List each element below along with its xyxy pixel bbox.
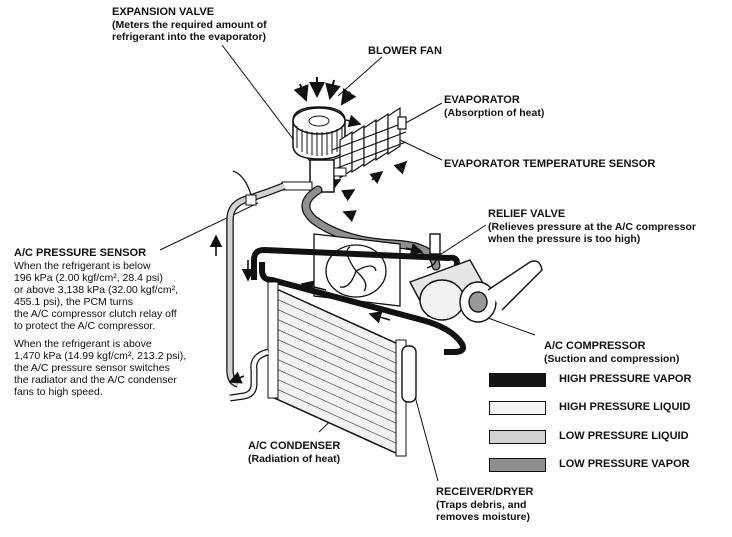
evap-temp-sensor-title: EVAPORATOR TEMPERATURE SENSOR xyxy=(444,158,656,170)
pressure-sensor-p2-5: fans to high speed. xyxy=(14,385,103,398)
expansion-valve-shape xyxy=(281,159,347,193)
label-blower-fan: BLOWER FAN xyxy=(368,45,442,58)
legend-label: LOW PRESSURE LIQUID xyxy=(559,430,689,442)
legend-item-high-pressure-vapor: HIGH PRESSURE VAPOR xyxy=(489,373,729,387)
receiver-dryer-desc-2: removes moisture) xyxy=(436,511,530,523)
flow-arrows xyxy=(209,210,424,384)
airflow-arrows xyxy=(327,114,408,202)
legend-item-low-pressure-vapor: LOW PRESSURE VAPOR xyxy=(489,458,729,472)
pressure-sensor-p1-1: When the refrigerant is below xyxy=(14,259,151,272)
relief-valve-desc-1: (Relieves pressure at the A/C compressor xyxy=(488,220,696,233)
legend-label: HIGH PRESSURE VAPOR xyxy=(559,373,692,385)
pressure-sensor-p1-5: the A/C compressor clutch relay off xyxy=(14,307,177,320)
discharge-line xyxy=(251,246,466,355)
outlet-line-outline xyxy=(229,348,270,402)
evaporator-shape xyxy=(331,106,407,180)
pressure-sensor-p1-2: 196 kPa (2.00 kgf/cm², 28.4 psi) xyxy=(14,271,163,284)
evaporator-desc: (Absorption of heat) xyxy=(444,106,545,119)
legend-item-low-pressure-liquid: LOW PRESSURE LIQUID xyxy=(489,430,729,444)
legend-swatch xyxy=(489,458,546,472)
pressure-sensor-title: A/C PRESSURE SENSOR xyxy=(14,247,147,259)
pressure-sensor-p2-1: When the refrigerant is above xyxy=(14,337,152,350)
label-expansion-valve: EXPANSION VALVE (Meters the required amo… xyxy=(112,6,267,44)
compressor-title: A/C COMPRESSOR xyxy=(544,340,646,352)
receiver-dryer-shape xyxy=(401,345,417,403)
pressure-sensor-p2-3: the A/C pressure sensor switches xyxy=(14,361,170,374)
blower-fan-title: BLOWER FAN xyxy=(368,45,442,57)
compressor-desc: (Suction and compression) xyxy=(544,352,680,365)
pressure-sensor-shape xyxy=(232,170,257,206)
legend-label: HIGH PRESSURE LIQUID xyxy=(559,401,691,413)
label-condenser: A/C CONDENSER (Radiation of heat) xyxy=(248,440,340,465)
legend-swatch xyxy=(489,430,546,444)
expansion-valve-title: EXPANSION VALVE xyxy=(112,6,215,18)
relief-valve-title: RELIEF VALVE xyxy=(488,208,566,220)
label-evaporator: EVAPORATOR (Absorption of heat) xyxy=(444,94,544,119)
pressure-sensor-p1-4: 455.1 psi), the PCM turns xyxy=(14,295,134,308)
legend-swatch xyxy=(489,373,546,387)
outlet-line xyxy=(229,349,269,401)
condenser-shape xyxy=(267,281,407,457)
pressure-sensor-p1-3: or above 3,138 kPa (32.00 kgf/cm², xyxy=(14,283,179,296)
label-relief-valve: RELIEF VALVE (Relieves pressure at the A… xyxy=(488,208,696,246)
evaporator-title: EVAPORATOR xyxy=(444,94,520,106)
condenser-title: A/C CONDENSER xyxy=(248,440,341,452)
relief-valve-desc-2: when the pressure is too high) xyxy=(488,233,641,245)
pressure-sensor-p1-6: to protect the A/C compressor. xyxy=(14,319,156,332)
label-evap-temp-sensor: EVAPORATOR TEMPERATURE SENSOR xyxy=(444,158,655,171)
receiver-dryer-title: RECEIVER/DRYER xyxy=(436,486,534,498)
label-compressor: A/C COMPRESSOR (Suction and compression) xyxy=(544,340,679,365)
expansion-valve-desc-2: refrigerant into the evaporator) xyxy=(112,31,267,43)
label-receiver-dryer: RECEIVER/DRYER (Traps debris, and remove… xyxy=(436,486,533,524)
label-pressure-sensor: A/C PRESSURE SENSOR When the refrigerant… xyxy=(14,247,186,398)
condenser-desc: (Radiation of heat) xyxy=(248,452,341,465)
receiver-dryer-desc-1: (Traps debris, and xyxy=(436,498,527,511)
legend-item-high-pressure-liquid: HIGH PRESSURE LIQUID xyxy=(489,401,729,415)
expansion-valve-desc-1: (Meters the required amount of xyxy=(112,18,267,31)
pressure-sensor-p2-4: the radiator and the A/C condenser xyxy=(14,373,177,386)
legend-label: LOW PRESSURE VAPOR xyxy=(559,458,690,470)
compressor-shape xyxy=(409,233,543,323)
legend-swatch xyxy=(489,401,546,415)
pressure-sensor-p2-2: 1,470 kPa (14.99 kgf/cm², 213.2 psi), xyxy=(14,349,187,362)
